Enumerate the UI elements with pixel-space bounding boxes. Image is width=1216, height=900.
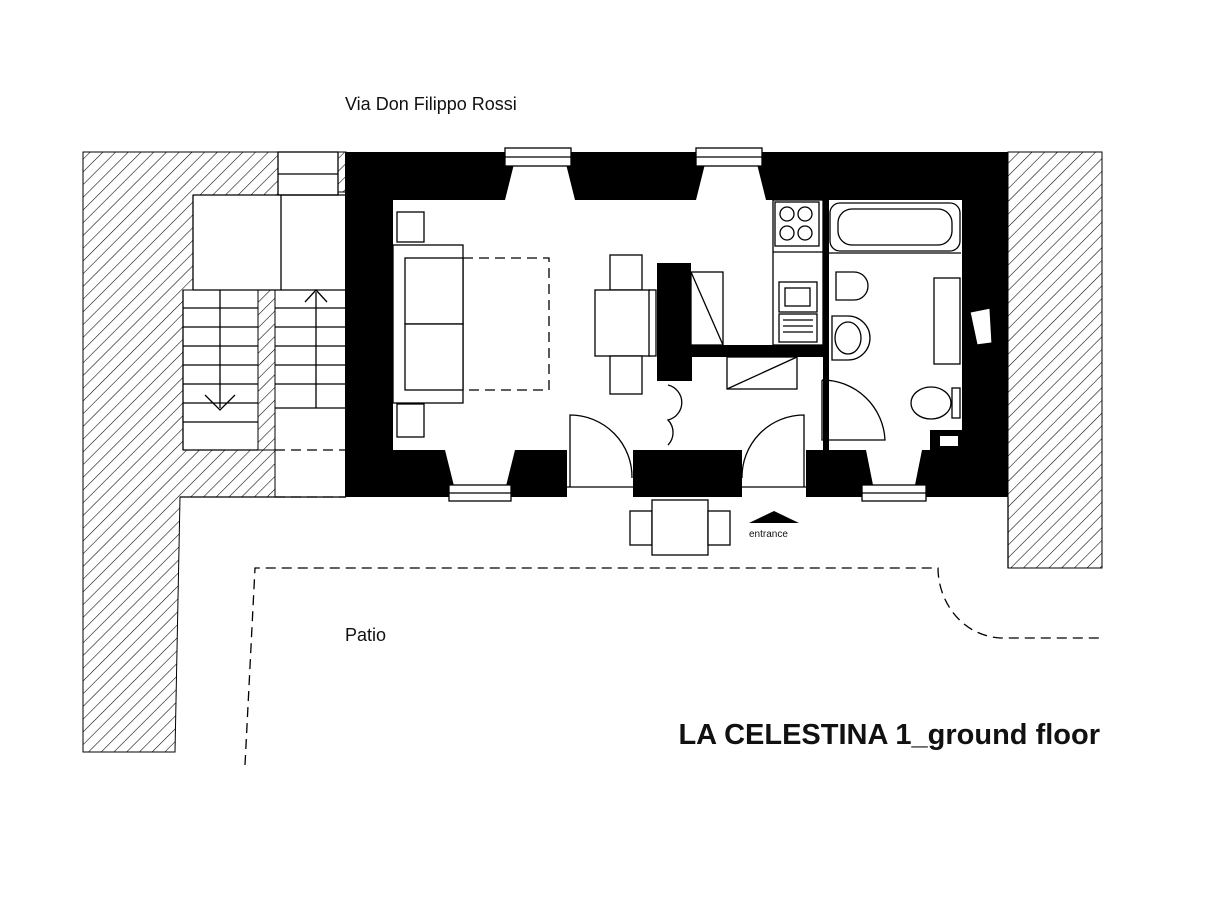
- arrow-up-icon: [304, 289, 328, 408]
- patio-table: [629, 499, 731, 556]
- arrow-down-icon: [204, 290, 236, 411]
- partition-walls: [657, 263, 823, 381]
- doors: [567, 379, 886, 497]
- burner-icon: [797, 206, 813, 222]
- patio-outline: [180, 496, 1102, 766]
- washbasin-icon: [831, 315, 871, 361]
- stair-treads-up: [275, 307, 346, 409]
- entrance-arrow-icon: [749, 511, 799, 523]
- dining-table: [594, 254, 657, 395]
- bathroom: [829, 202, 962, 450]
- hatched-neighbor-right: [1007, 151, 1103, 569]
- kitchenette: [772, 199, 824, 346]
- burner-icon: [797, 225, 813, 241]
- building-walls: [345, 152, 1008, 497]
- street-name: Via Don Filippo Rossi: [345, 94, 517, 114]
- sink-icon: [778, 281, 818, 313]
- radiator: [969, 307, 993, 346]
- windows: [445, 147, 927, 502]
- plan-title: LA CELESTINA 1_ground floor: [678, 719, 1100, 751]
- patio-label: Patio: [345, 625, 386, 645]
- burner-icon: [779, 225, 795, 241]
- wardrobes: [690, 271, 798, 390]
- staircase: [182, 151, 346, 498]
- entrance-label: entrance: [749, 529, 788, 540]
- toilet-icon: [910, 386, 961, 420]
- bidet-icon: [835, 271, 869, 301]
- burner-icon: [779, 206, 795, 222]
- hatched-neighbor-left: [82, 151, 347, 753]
- sofa-bed: [392, 211, 550, 438]
- bathtub-icon: [829, 202, 961, 252]
